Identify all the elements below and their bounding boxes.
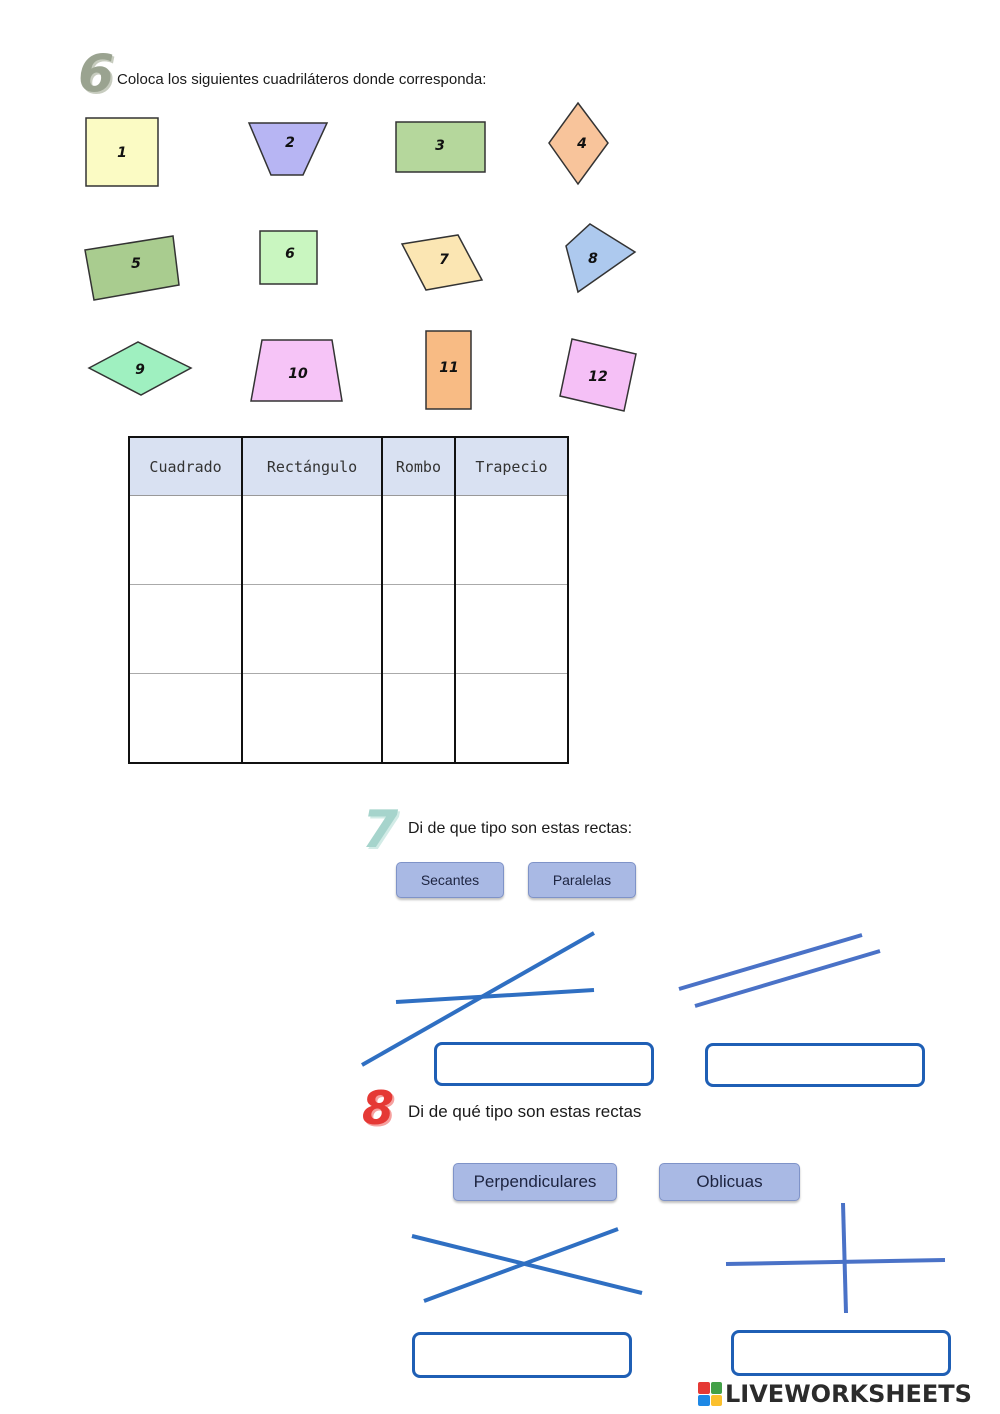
drop-cell-rectangulo-1[interactable] bbox=[241, 495, 383, 585]
section-8-instruction: Di de qué tipo son estas rectas bbox=[408, 1102, 642, 1121]
answer-box-perpendicular[interactable] bbox=[731, 1330, 951, 1376]
shape-8-label: 8 bbox=[588, 251, 598, 267]
option-perpendiculares[interactable]: Perpendiculares bbox=[453, 1163, 617, 1201]
section-6-number: 6 bbox=[78, 44, 115, 104]
drop-cell-cuadrado-1[interactable] bbox=[127, 495, 244, 585]
drop-cell-trapecio-3[interactable] bbox=[453, 673, 570, 764]
parallel-line-1 bbox=[678, 933, 863, 991]
drop-cell-cuadrado-2[interactable] bbox=[127, 584, 244, 674]
table-row bbox=[127, 495, 570, 585]
shape-11-label: 11 bbox=[439, 360, 458, 376]
answer-box-parallel[interactable] bbox=[705, 1043, 925, 1087]
table-header-row: Cuadrado Rectángulo Rombo Trapecio bbox=[127, 436, 570, 496]
parallel-lines-figure bbox=[678, 933, 881, 1008]
table-row bbox=[127, 673, 570, 764]
shape-2-label: 2 bbox=[285, 135, 295, 151]
shape-6-polygon bbox=[259, 230, 318, 285]
shape-10-label: 10 bbox=[288, 366, 308, 382]
section-8-number: 8 bbox=[362, 1081, 395, 1135]
drop-cell-rombo-1[interactable] bbox=[380, 495, 456, 585]
perpendicular-lines-figure bbox=[725, 1202, 946, 1314]
answer-box-oblique[interactable] bbox=[412, 1332, 632, 1378]
drop-cell-trapecio-1[interactable] bbox=[453, 495, 570, 585]
header-trapecio: Trapecio bbox=[453, 436, 570, 496]
drop-cell-rombo-3[interactable] bbox=[380, 673, 456, 764]
section-6-instruction: Coloca los siguientes cuadriláteros dond… bbox=[117, 71, 487, 88]
shape-5-polygon bbox=[84, 235, 180, 301]
parallel-line-2 bbox=[694, 949, 881, 1008]
shape-11-polygon bbox=[425, 330, 472, 410]
secant-lines-figure bbox=[361, 931, 595, 1067]
shape-7[interactable]: 7 bbox=[400, 234, 484, 291]
perpendicular-line-horizontal bbox=[725, 1258, 946, 1266]
shape-12-polygon bbox=[559, 338, 637, 412]
section-7-number: 7 bbox=[362, 800, 399, 860]
liveworksheets-logo-icon bbox=[698, 1382, 722, 1406]
shape-9-polygon bbox=[87, 341, 193, 396]
shape-6-label: 6 bbox=[285, 246, 295, 262]
shape-4-label: 4 bbox=[576, 136, 587, 152]
shape-2[interactable]: 2 bbox=[247, 122, 329, 176]
shape-9[interactable]: 9 bbox=[87, 341, 193, 396]
answer-box-secant[interactable] bbox=[434, 1042, 654, 1086]
option-paralelas[interactable]: Paralelas bbox=[528, 862, 636, 898]
shape-6[interactable]: 6 bbox=[259, 230, 318, 285]
shape-1-polygon bbox=[85, 117, 159, 187]
shape-9-label: 9 bbox=[135, 362, 145, 378]
shape-10[interactable]: 10 bbox=[250, 339, 343, 402]
shape-5[interactable]: 5 bbox=[84, 235, 180, 301]
secant-line-2 bbox=[395, 988, 595, 1004]
drop-cell-cuadrado-3[interactable] bbox=[127, 673, 244, 764]
shape-1[interactable]: 1 bbox=[85, 117, 159, 187]
perpendicular-line-vertical bbox=[841, 1202, 848, 1314]
shape-4[interactable]: 4 bbox=[548, 101, 609, 186]
classification-table: Cuadrado Rectángulo Rombo Trapecio bbox=[127, 436, 570, 764]
shape-12[interactable]: 12 bbox=[559, 338, 637, 412]
liveworksheets-logo: LIVEWORKSHEETS bbox=[698, 1380, 972, 1408]
header-rectangulo: Rectángulo bbox=[241, 436, 383, 496]
shape-7-polygon bbox=[400, 234, 484, 291]
shape-12-label: 12 bbox=[588, 369, 607, 385]
drop-cell-rectangulo-3[interactable] bbox=[241, 673, 383, 764]
shape-5-label: 5 bbox=[131, 256, 141, 272]
shape-1-label: 1 bbox=[117, 145, 127, 161]
shape-8-polygon bbox=[565, 223, 637, 294]
option-secantes[interactable]: Secantes bbox=[396, 862, 504, 898]
shape-8[interactable]: 8 bbox=[565, 223, 637, 294]
shape-3-polygon bbox=[395, 121, 486, 173]
drop-cell-trapecio-2[interactable] bbox=[453, 584, 570, 674]
option-oblicuas[interactable]: Oblicuas bbox=[659, 1163, 800, 1201]
section-7-instruction: Di de que tipo son estas rectas: bbox=[408, 820, 633, 837]
drop-cell-rectangulo-2[interactable] bbox=[241, 584, 383, 674]
shape-3-label: 3 bbox=[435, 138, 445, 154]
header-rombo: Rombo bbox=[380, 436, 456, 496]
header-cuadrado: Cuadrado bbox=[127, 436, 244, 496]
shape-4-polygon bbox=[548, 101, 609, 186]
oblique-line-2 bbox=[423, 1227, 619, 1303]
shape-3[interactable]: 3 bbox=[395, 121, 486, 173]
shape-7-label: 7 bbox=[439, 252, 449, 268]
shape-11[interactable]: 11 bbox=[425, 330, 472, 410]
oblique-lines-figure bbox=[411, 1227, 643, 1303]
table-row bbox=[127, 584, 570, 674]
drop-cell-rombo-2[interactable] bbox=[380, 584, 456, 674]
shape-2-polygon bbox=[247, 122, 329, 176]
logo-text: LIVEWORKSHEETS bbox=[725, 1380, 972, 1408]
shape-10-polygon bbox=[250, 339, 343, 402]
